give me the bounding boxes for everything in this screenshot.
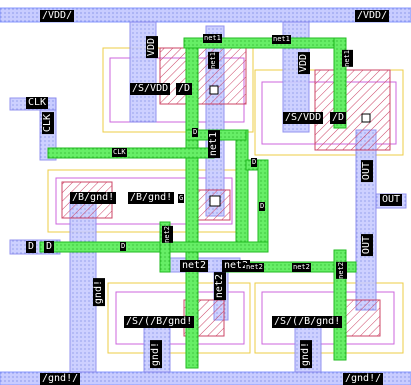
poly-gate — [159, 47, 247, 105]
net2-label: net2 — [292, 263, 311, 272]
net2-label: net2 — [180, 260, 209, 272]
diffusion-outline — [115, 291, 245, 345]
out-label: OUT — [380, 194, 403, 206]
gnd-column-label: gnd! — [300, 340, 312, 369]
bgnd-label: /B/gnd! — [70, 192, 117, 204]
gnd-label-left: /gnd!/ — [40, 373, 81, 385]
out-label: OUT — [361, 160, 373, 183]
net2-label: net2 — [214, 272, 226, 301]
gnd-column-label: gnd! — [150, 340, 162, 369]
sbgnd-label: /S/(/B/gnd! — [124, 316, 195, 328]
well-outline — [107, 282, 251, 354]
vdd-column-label: VDD — [298, 52, 310, 75]
vdd-label-right: /VDD/ — [355, 10, 390, 22]
d-label: D — [259, 202, 266, 211]
d-label: D — [251, 158, 258, 167]
svdd-label: /D — [330, 112, 347, 124]
sbgnd-label: /S/(/B/gnd! — [272, 316, 343, 328]
svdd-label: /D — [176, 83, 193, 95]
net1-label: net1 — [208, 52, 219, 69]
net2-label: net2 — [222, 260, 251, 272]
metal2-wire — [47, 147, 215, 159]
metal2-wire — [39, 241, 269, 253]
contact — [209, 195, 221, 207]
poly-gate — [314, 69, 391, 151]
well-outline — [254, 282, 404, 354]
net1-label: net1 — [342, 50, 353, 67]
contact — [209, 85, 219, 95]
net2-label: net2 — [245, 263, 264, 272]
contact — [361, 113, 371, 123]
vdd-rail — [0, 7, 411, 23]
clk-label: CLK — [26, 97, 49, 109]
clk-label: CLK — [112, 148, 127, 157]
metal2-wire — [159, 221, 171, 273]
metal1-column — [355, 129, 377, 311]
diffusion-outline — [55, 177, 233, 225]
metal2-wire — [235, 129, 249, 243]
d-input-label: D — [44, 241, 55, 253]
gnd-rail — [0, 371, 411, 385]
svdd-label: /S/VDD — [130, 83, 171, 95]
bgnd-label: /B/gnd! — [128, 192, 175, 204]
vdd-column-label: VDD — [146, 36, 158, 59]
gnd-column-label: gnd! — [93, 278, 105, 307]
net1-label: net1 — [203, 34, 222, 43]
out-label: OUT — [361, 234, 373, 257]
diffusion-outline — [261, 291, 395, 345]
g-label: G — [178, 194, 185, 203]
svdd-label: /S/VDD — [283, 112, 324, 124]
net1-label: net1 — [272, 35, 291, 44]
gnd-label-right: /gnd!/ — [343, 373, 384, 385]
net2-label: net2 — [162, 226, 173, 243]
net1-label: net1 — [208, 130, 220, 159]
poly-gate — [339, 299, 381, 337]
d-label: D — [192, 128, 199, 137]
vdd-label-left: /VDD/ — [40, 10, 75, 22]
d-label: D — [120, 242, 127, 251]
d-input-label: D — [26, 241, 37, 253]
clk-label: CLK — [42, 112, 54, 135]
net2-label: net2 — [336, 262, 347, 279]
